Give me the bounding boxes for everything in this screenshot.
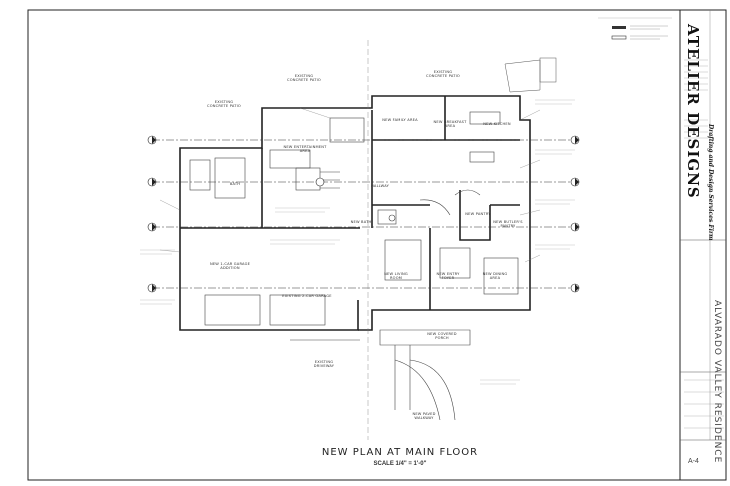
- annotation-leaders: [159, 107, 541, 263]
- room-label-patio-right: EXISTING CONCRETE PATIO: [426, 70, 460, 78]
- room-label-pantry: NEW PANTRY: [465, 212, 491, 216]
- drawing-scale: SCALE 1/4" = 1'-0": [373, 461, 427, 467]
- room-label-new-bath: NEW BATH: [350, 220, 372, 224]
- sheet-number: A-4: [688, 458, 699, 465]
- room-label-living: NEW LIVING ROOM: [384, 272, 408, 280]
- annotation-text-blocks: [140, 99, 575, 385]
- room-label-garage-addition: NEW 1-CAR GARAGE ADDITION: [209, 262, 251, 270]
- room-label-butler: NEW BUTLER'S PANTRY: [493, 220, 523, 228]
- front-porch-and-walkway: [290, 329, 471, 421]
- building-walls: [179, 95, 531, 331]
- room-label-entertainment: NEW ENTERTAINMENT AREA: [283, 145, 327, 153]
- firm-tagline: Drafting and Design Services Firm: [707, 124, 714, 241]
- room-label-driveway: EXISTING DRIVEWAY: [313, 360, 335, 368]
- room-label-kitchen: NEW KITCHEN: [483, 122, 511, 126]
- title-block-border: [679, 9, 727, 481]
- drawing-title: NEW PLAN AT MAIN FLOOR: [321, 447, 479, 458]
- room-label-patio-left: EXISTING CONCRETE PATIO: [207, 100, 241, 108]
- room-label-breakfast: NEW BREAKFAST AREA: [433, 120, 467, 128]
- room-label-foyer: NEW ENTRY FOYER: [436, 272, 460, 280]
- room-label-walkway: NEW PAVED WALKWAY: [412, 412, 436, 420]
- interior-details: [189, 111, 519, 326]
- room-label-bath: BATH: [229, 182, 241, 186]
- room-label-hallway: HALLWAY: [371, 184, 389, 188]
- site-features: [504, 57, 557, 93]
- firm-name: ATELIER DESIGNS: [684, 24, 702, 199]
- room-label-patio-mid: EXISTING CONCRETE PATIO: [287, 74, 321, 82]
- title-block-notes: [684, 59, 724, 429]
- room-label-porch: NEW COVERED PORCH: [427, 332, 457, 340]
- room-label-garage-existing: EXISTING 2-CAR GARAGE: [282, 294, 332, 298]
- room-label-family: NEW FAMILY AREA: [382, 118, 418, 122]
- room-label-dining: NEW DINING AREA: [482, 272, 508, 280]
- sheet-border: [27, 9, 727, 481]
- project-name: ALVARADO VALLEY RESIDENCE: [712, 300, 722, 464]
- grid-axes: [152, 139, 575, 289]
- legend: [598, 17, 672, 40]
- title-block-branding: ATELIER DESIGNS Drafting and Design Serv…: [684, 12, 714, 302]
